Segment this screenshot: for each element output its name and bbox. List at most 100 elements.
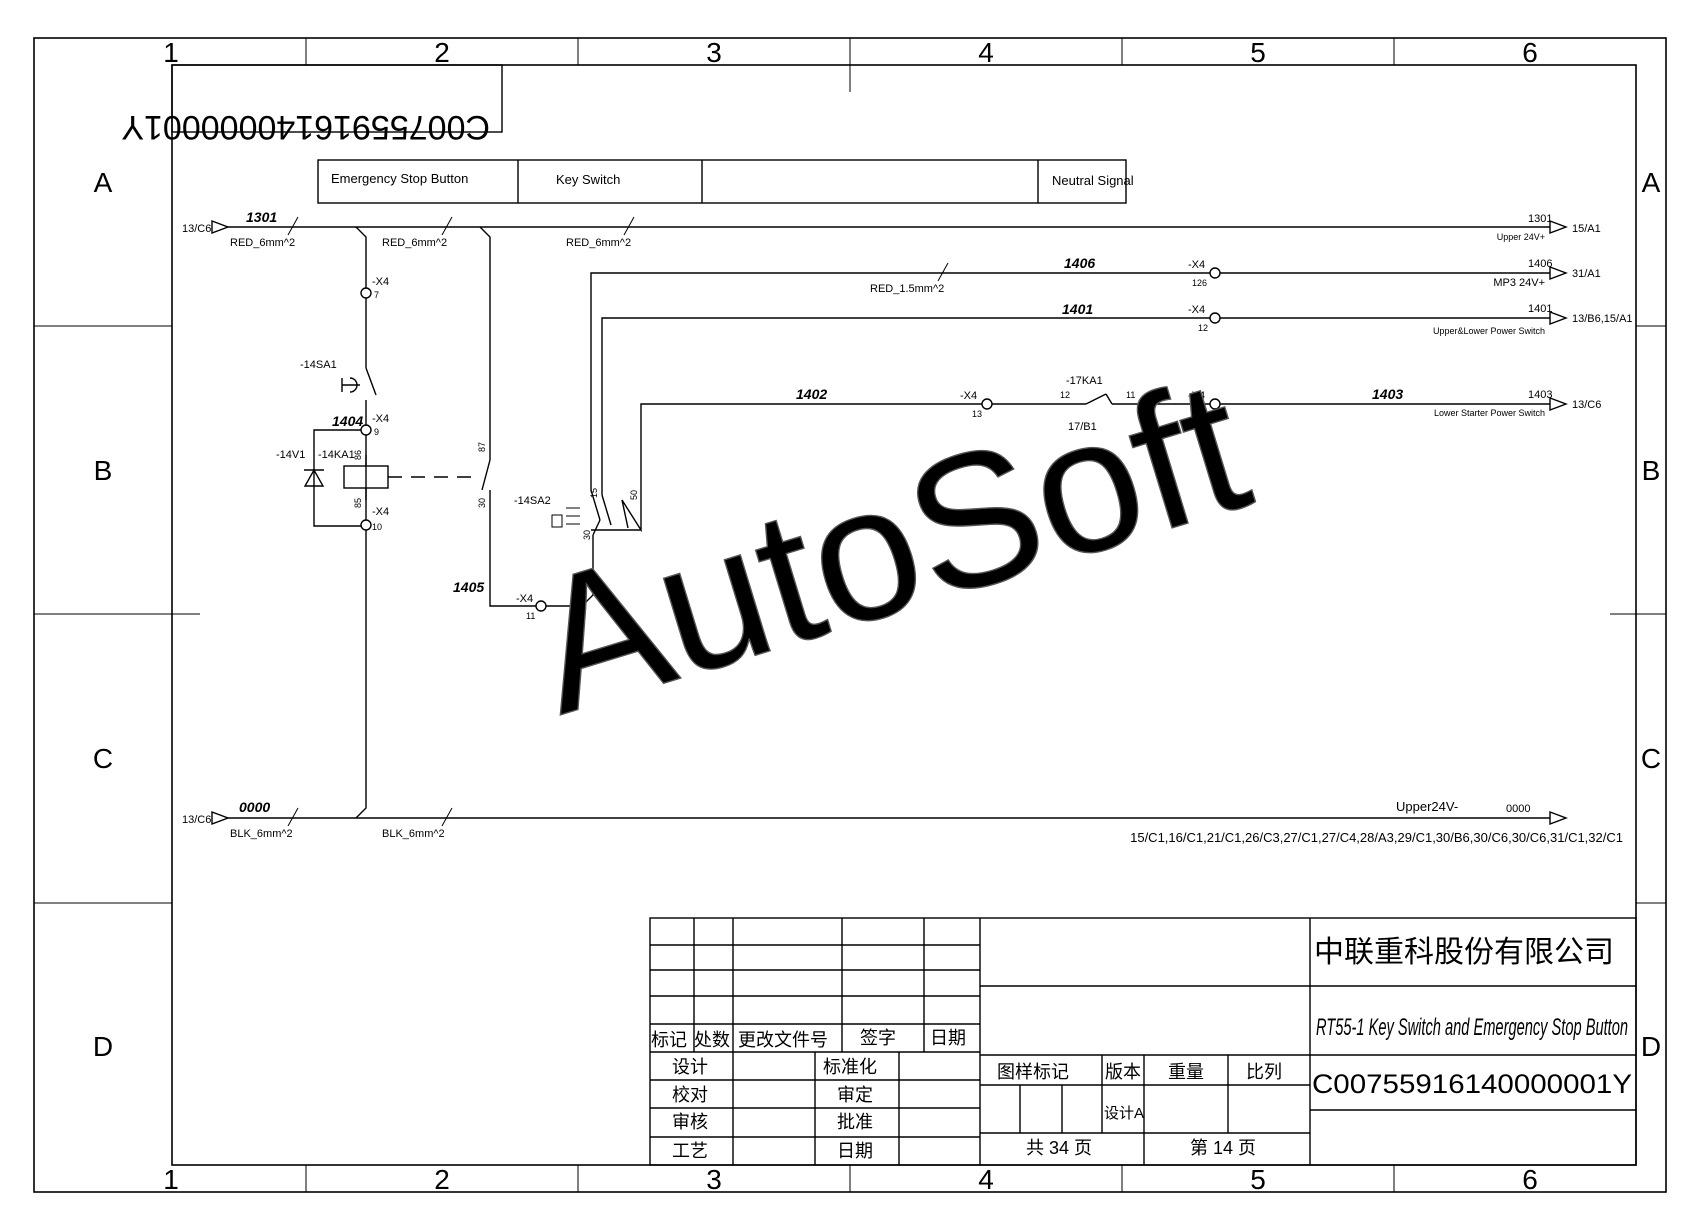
wire-label-blk6-a: BLK_6mm^2 [230,828,293,840]
label-14sa2: -14SA2 [514,495,551,507]
net-1401-right: 1401 [1528,303,1552,315]
pin-ka11: 11 [1126,390,1135,400]
drawing-title: RT55-1 Key Switch and Emergency Stop But… [1316,1014,1628,1041]
row-label-a-right: A [1642,167,1661,198]
net-1406-right: 1406 [1528,258,1552,270]
wire-size-labels: RED_6mm^2 RED_6mm^2 RED_6mm^2 RED_1.5mm^… [230,237,944,840]
role-design: 设计 [672,1057,708,1077]
pin-12: 12 [1198,323,1208,333]
pin-k85: 85 [353,498,363,508]
net-0000-right: 0000 [1506,803,1530,815]
pin-s50: 50 [629,490,639,500]
company-name: 中联重科股份有限公司 [1314,936,1614,969]
signal-upper24m: Upper24V- [1396,799,1458,814]
row-label-b-left: B [94,455,113,486]
col-label-2-bottom: 2 [434,1164,450,1195]
net-1403-right: 1403 [1528,389,1552,401]
terminal-x4-12 [1209,312,1221,324]
pin-14: 14 [1198,409,1208,419]
relay-contact-87-30 [481,459,491,491]
role-date: 日期 [837,1141,873,1161]
attr-scale: 比列 [1246,1062,1282,1082]
attr-weight: 重量 [1168,1062,1204,1082]
pin-k30: 30 [477,498,487,508]
col-label-2-top: 2 [434,37,450,68]
net-0000: 0000 [239,799,270,815]
pin-9: 9 [374,427,379,437]
row-label-c-right: C [1641,743,1661,774]
row-label-a-left: A [94,167,113,198]
diode-14v1 [303,468,325,487]
net-1405: 1405 [453,579,484,595]
pin-10: 10 [372,522,382,532]
off-sheet-arrows [211,219,1568,826]
label-x4-11: -X4 [516,593,533,605]
terminal-x4-13 [981,398,993,410]
label-14ka1: -14KA1 [318,449,355,461]
label-x4-9: -X4 [372,413,389,425]
ref-in-1301: 13/C6 [182,223,211,235]
col-label-5-top: 5 [1250,37,1266,68]
ref-in-0000: 13/C6 [182,814,211,826]
role-approve-tech: 审定 [837,1085,873,1105]
key-switch-14sa2 [551,489,629,536]
terminal-x4-11 [535,600,547,612]
component-designators: -X4 -14SA1 -X4 -14V1 -14KA1 -X4 -14SA2 -… [276,259,1205,605]
net-1404: 1404 [332,413,363,429]
role-standard: 标准化 [823,1057,877,1077]
rev-header-mark: 标记 [651,1030,687,1050]
rev-header-date: 日期 [930,1028,966,1048]
attr-drawing-mark: 图样标记 [997,1062,1069,1082]
col-label-4-bottom: 4 [978,1164,994,1195]
wire-label-red15: RED_1.5mm^2 [870,283,944,295]
role-process: 工艺 [672,1141,708,1161]
signal-mp3: MP3 24V+ [1493,277,1545,289]
label-x4-10: -X4 [372,506,389,518]
relay-14ka1-coil [343,465,478,489]
wiring [228,226,1550,819]
net-1401: 1401 [1062,301,1093,317]
pin-7: 7 [374,290,379,300]
col-label-5-bottom: 5 [1250,1164,1266,1195]
terminal-x4-10 [360,519,372,531]
col-label-6-bottom: 6 [1522,1164,1538,1195]
grid-labels: 1 2 3 4 5 6 1 2 3 4 5 6 A B C D A B C D [93,37,1661,1195]
col-label-1-top: 1 [163,37,179,68]
attr-version: 版本 [1105,1062,1141,1082]
version-value: 设计A [1104,1105,1144,1122]
header-emergency-stop: Emergency Stop Button [331,171,468,186]
pin-126: 126 [1192,278,1207,288]
function-header: Emergency Stop Button Key Switch Neutral… [317,159,1134,204]
ref-out-1406: 31/A1 [1572,268,1601,280]
pin-k87: 87 [477,442,487,452]
mirrored-drawing-code: C00755916140000001Y [121,108,490,146]
net-1403: 1403 [1372,386,1403,402]
label-x4-14: -X4 [1188,390,1205,402]
ref-17ka1: 17/B1 [1068,421,1097,433]
header-key-switch: Key Switch [556,172,620,187]
pin-k86: 86 [353,450,363,460]
title-block: 标记 处数 更改文件号 签字 日期 设计 校对 审核 工艺 标准化 审定 批准 … [649,917,1637,1166]
cross-references: 13/C6 13/C6 15/A1 31/A1 13/B6,15/A1 13/C… [182,223,1633,845]
col-label-1-bottom: 1 [163,1164,179,1195]
label-14sa1: -14SA1 [300,359,337,371]
signal-upper24p: Upper 24V+ [1497,232,1545,242]
pin-numbers: 7 9 10 11 126 12 13 14 86 85 87 30 15 50… [353,278,1208,621]
pin-11: 11 [526,611,535,621]
label-x4-7: -X4 [372,276,389,288]
terminals [360,267,1221,612]
net-1402: 1402 [796,386,827,402]
col-label-6-top: 6 [1522,37,1538,68]
pin-s30: 30 [582,530,592,540]
terminal-x4-9 [360,424,372,436]
pin-ka12: 12 [1060,390,1070,400]
pin-s15: 15 [589,488,599,498]
mirrored-code-box: C00755916140000001Y [121,64,503,146]
relay-contact-17ka1 [1085,393,1113,405]
col-label-4-top: 4 [978,37,994,68]
net-labels: 1301 1406 1401 1402 1403 1404 1405 0000 … [239,209,1552,815]
net-1301: 1301 [246,209,277,225]
ref-out-0000-list: 15/C1,16/C1,21/C1,26/C3,27/C1,27/C4,28/A… [1130,830,1623,845]
wire-label-red6-b: RED_6mm^2 [382,237,447,249]
